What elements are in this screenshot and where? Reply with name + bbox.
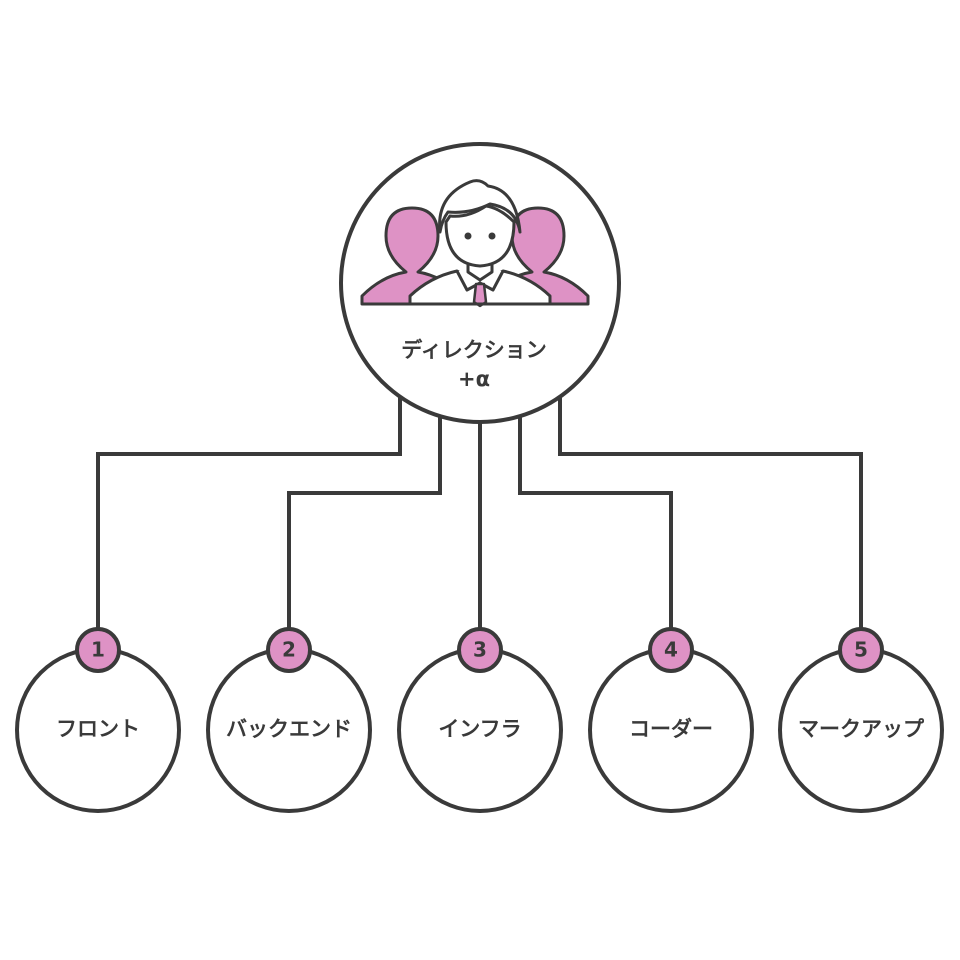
child-label: インフラ	[438, 717, 521, 741]
root-label-line1: ディレクション	[401, 338, 547, 362]
connector-line	[518, 414, 673, 650]
child-label: マークアップ	[798, 717, 925, 741]
number-badge	[457, 627, 503, 673]
root-node: ディレクション +α	[339, 142, 621, 424]
root-label-line2: +α	[458, 367, 490, 391]
connector-line	[558, 393, 863, 650]
number-badge-label: 1	[91, 638, 105, 662]
number-badge-label: 2	[282, 638, 296, 662]
number-badge-label: 3	[473, 638, 487, 662]
number-badge	[266, 627, 312, 673]
child-node: 5 マークアップ	[778, 627, 944, 813]
number-badge-label: 5	[854, 638, 868, 662]
number-badge	[648, 627, 694, 673]
connectors	[96, 393, 863, 650]
number-badge-label: 4	[664, 638, 678, 662]
child-nodes: 1 フロント 2 バックエンド 3 インフラ 4 コーダー 5 マークアップ	[15, 627, 944, 813]
child-label: フロント	[56, 717, 140, 741]
child-node: 3 インフラ	[397, 627, 563, 813]
connector-line	[287, 414, 442, 650]
number-badge	[838, 627, 884, 673]
child-node: 2 バックエンド	[206, 627, 372, 813]
child-node: 1 フロント	[15, 627, 181, 813]
team-icon	[360, 179, 590, 308]
child-label: コーダー	[629, 717, 713, 741]
child-label: バックエンド	[226, 717, 352, 741]
child-node: 4 コーダー	[588, 627, 754, 813]
connector-line	[96, 393, 402, 650]
number-badge	[75, 627, 121, 673]
